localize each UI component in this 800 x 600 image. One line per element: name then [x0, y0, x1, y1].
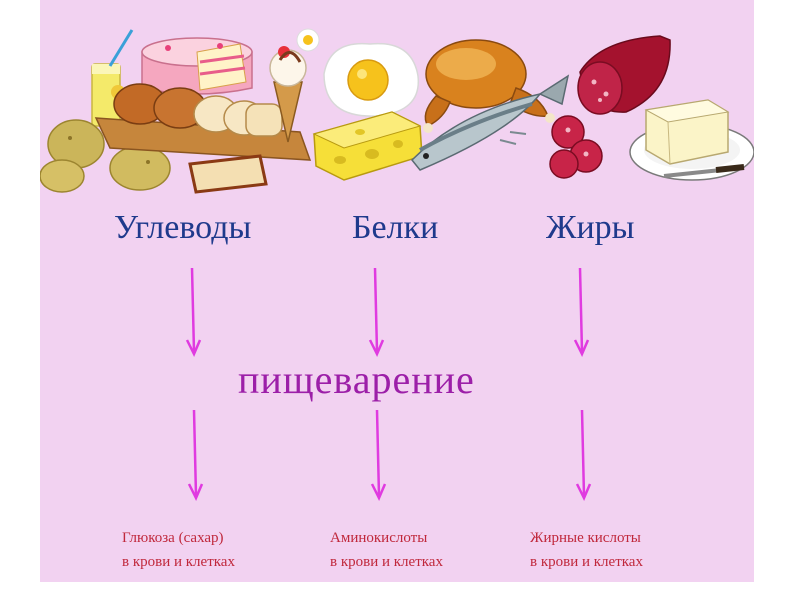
arrow-proteins-to-digestion — [368, 267, 385, 357]
result-amino-acids: Аминокислоты в крови и клетках — [330, 526, 443, 574]
arrow-carbs-to-digestion — [185, 267, 202, 357]
nutrient-carbs-label: Углеводы — [114, 209, 252, 246]
sausage-icon — [549, 35, 671, 179]
arrow-digestion-to-amino-acids — [370, 409, 387, 501]
food-illustration — [40, 0, 754, 200]
result-glucose: Глюкоза (сахар) в крови и клетках — [122, 526, 235, 574]
bread-icon — [94, 83, 312, 194]
digestion-label: пищеварение — [238, 357, 475, 402]
result-fatty-acids-line2: в крови и клетках — [530, 554, 643, 570]
potatoes-icon — [40, 119, 171, 193]
result-amino-acids-line2: в крови и клетках — [330, 554, 443, 570]
nutrient-fats-label: Жиры — [546, 209, 635, 246]
cake-icon — [141, 37, 253, 95]
fish-icon — [410, 74, 570, 171]
arrow-digestion-to-fatty-acids — [575, 409, 592, 501]
nutrient-proteins-label: Белки — [352, 209, 439, 246]
result-fatty-acids: Жирные кислоты в крови и клетках — [530, 526, 643, 574]
result-glucose-line1: Глюкоза (сахар) — [122, 530, 224, 546]
ice-cream-icon — [269, 46, 307, 143]
fried-egg-icon — [296, 28, 420, 117]
diagram-panel: Углеводы Белки Жиры — [40, 0, 754, 582]
cheese-icon — [312, 111, 423, 181]
butter-icon — [629, 99, 754, 181]
result-fatty-acids-line1: Жирные кислоты — [530, 530, 641, 546]
result-amino-acids-line1: Аминокислоты — [330, 530, 428, 546]
arrow-fats-to-digestion — [573, 267, 590, 357]
arrow-digestion-to-glucose — [187, 409, 204, 501]
result-glucose-line2: в крови и клетках — [122, 554, 235, 570]
